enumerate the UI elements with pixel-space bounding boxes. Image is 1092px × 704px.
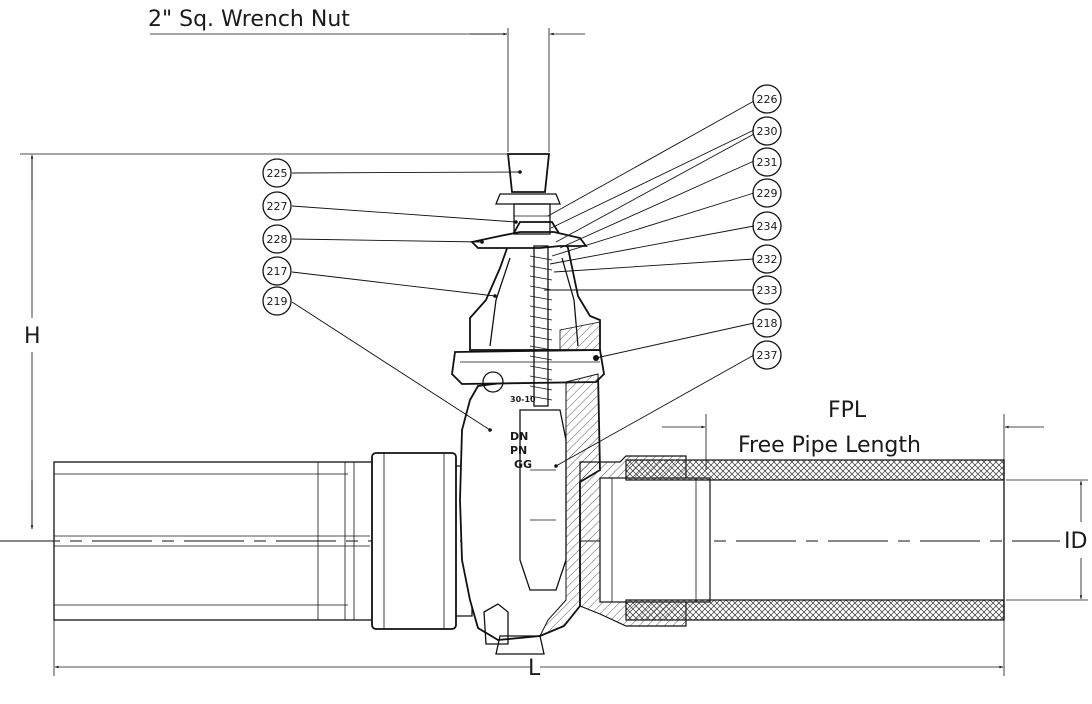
callout-226: 226: [752, 84, 782, 114]
callout-225: 225: [262, 158, 292, 188]
svg-text:226: 226: [757, 93, 778, 106]
body-marking-1: 30-10: [510, 395, 536, 404]
callouts: 225 227 228 217 219 226 230 231 229 234 …: [262, 84, 782, 370]
callout-217: 217: [262, 256, 292, 286]
length-label: L: [528, 656, 541, 681]
callout-228: 228: [262, 224, 292, 254]
height-label: H: [24, 324, 41, 349]
callout-232: 232: [752, 244, 782, 274]
callout-dots: [480, 170, 599, 468]
stem-thread: [529, 245, 553, 407]
svg-text:229: 229: [757, 187, 778, 200]
callout-230: 230: [752, 116, 782, 146]
callout-leaders: [291, 100, 755, 467]
callout-234: 234: [752, 211, 782, 241]
callout-237: 237: [752, 340, 782, 370]
svg-text:231: 231: [757, 156, 778, 169]
fpl-dimension: FPL Free Pipe Length: [662, 398, 1044, 470]
callout-218: 218: [752, 308, 782, 338]
wrench-nut-label: 2" Sq. Wrench Nut: [148, 7, 350, 32]
free-pipe-length-label: Free Pipe Length: [738, 433, 921, 458]
svg-text:225: 225: [267, 167, 288, 180]
fpl-label: FPL: [828, 398, 867, 423]
body-marking-3: PN: [510, 444, 527, 457]
callout-229: 229: [752, 178, 782, 208]
svg-text:232: 232: [757, 253, 778, 266]
callout-219: 219: [262, 286, 292, 316]
svg-text:219: 219: [267, 295, 288, 308]
svg-text:234: 234: [757, 220, 778, 233]
callout-231: 231: [752, 147, 782, 177]
valve-body: 30-10 DN PN GG: [451, 153, 605, 655]
id-dimension: ID: [1006, 479, 1088, 601]
body-marking-4: GG: [514, 458, 532, 471]
svg-text:227: 227: [267, 200, 288, 213]
body-marking-2: DN: [510, 430, 528, 443]
left-spigot-pipe: [53, 452, 473, 630]
callout-233: 233: [752, 275, 782, 305]
height-dimension: H: [20, 153, 512, 530]
callout-227: 227: [262, 191, 292, 221]
svg-text:233: 233: [757, 284, 778, 297]
svg-text:237: 237: [757, 349, 778, 362]
svg-text:217: 217: [267, 265, 288, 278]
svg-text:218: 218: [757, 317, 778, 330]
id-label: ID: [1064, 529, 1087, 554]
wrench-nut-dimension: 2" Sq. Wrench Nut: [148, 7, 585, 152]
length-dimension: L: [53, 620, 1005, 681]
right-pipe-socket: [579, 455, 1005, 627]
svg-text:228: 228: [267, 233, 288, 246]
svg-text:230: 230: [757, 125, 778, 138]
